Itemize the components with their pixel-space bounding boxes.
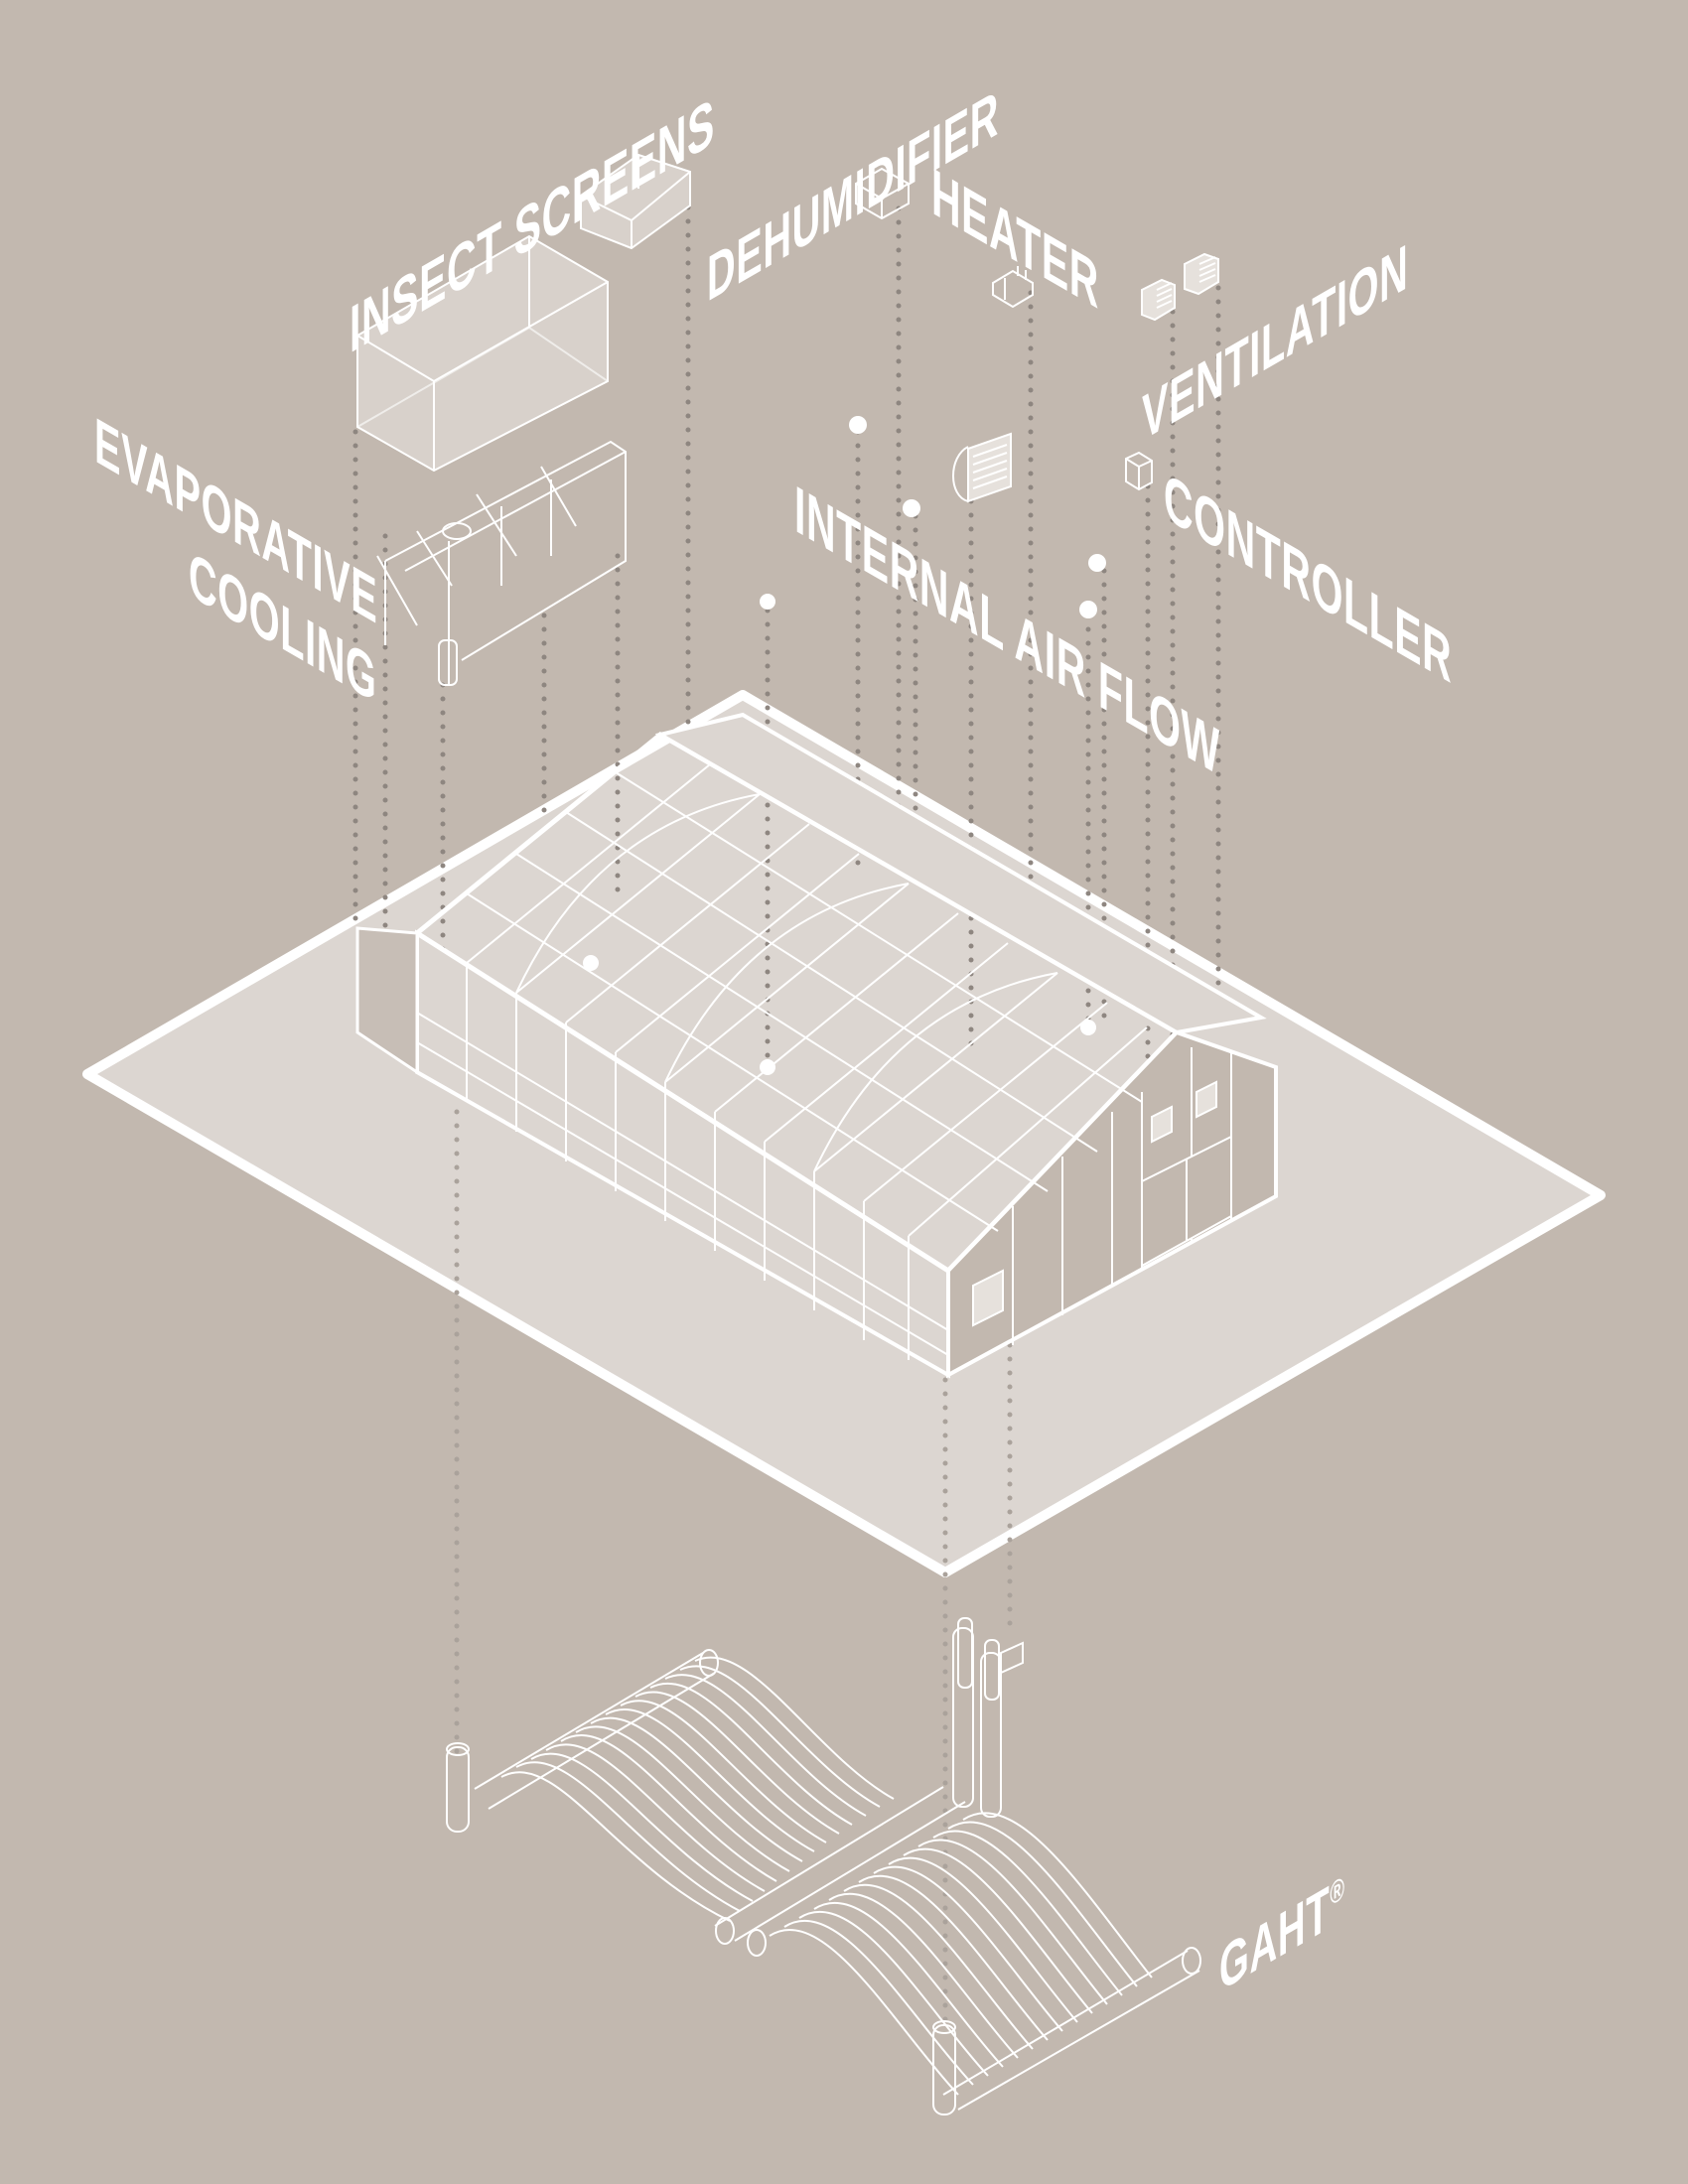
ventilation-fans-icon xyxy=(1141,252,1219,322)
heater-unit-icon xyxy=(992,266,1034,309)
gable-vents-icon xyxy=(972,1080,1217,1327)
controller-box-icon xyxy=(1125,451,1153,491)
heater-cube-icon xyxy=(855,167,910,220)
insect-screens-box-icon xyxy=(356,234,609,473)
registered-mark: ® xyxy=(1330,1868,1345,1914)
greenhouse-structure xyxy=(355,712,1278,1379)
dehumidifier-box-icon xyxy=(580,153,691,250)
gaht-pipe-system xyxy=(446,1617,1201,2116)
evaporative-cooling-frame-icon xyxy=(376,440,627,686)
internal-air-flow-fans-icon xyxy=(760,416,1106,618)
